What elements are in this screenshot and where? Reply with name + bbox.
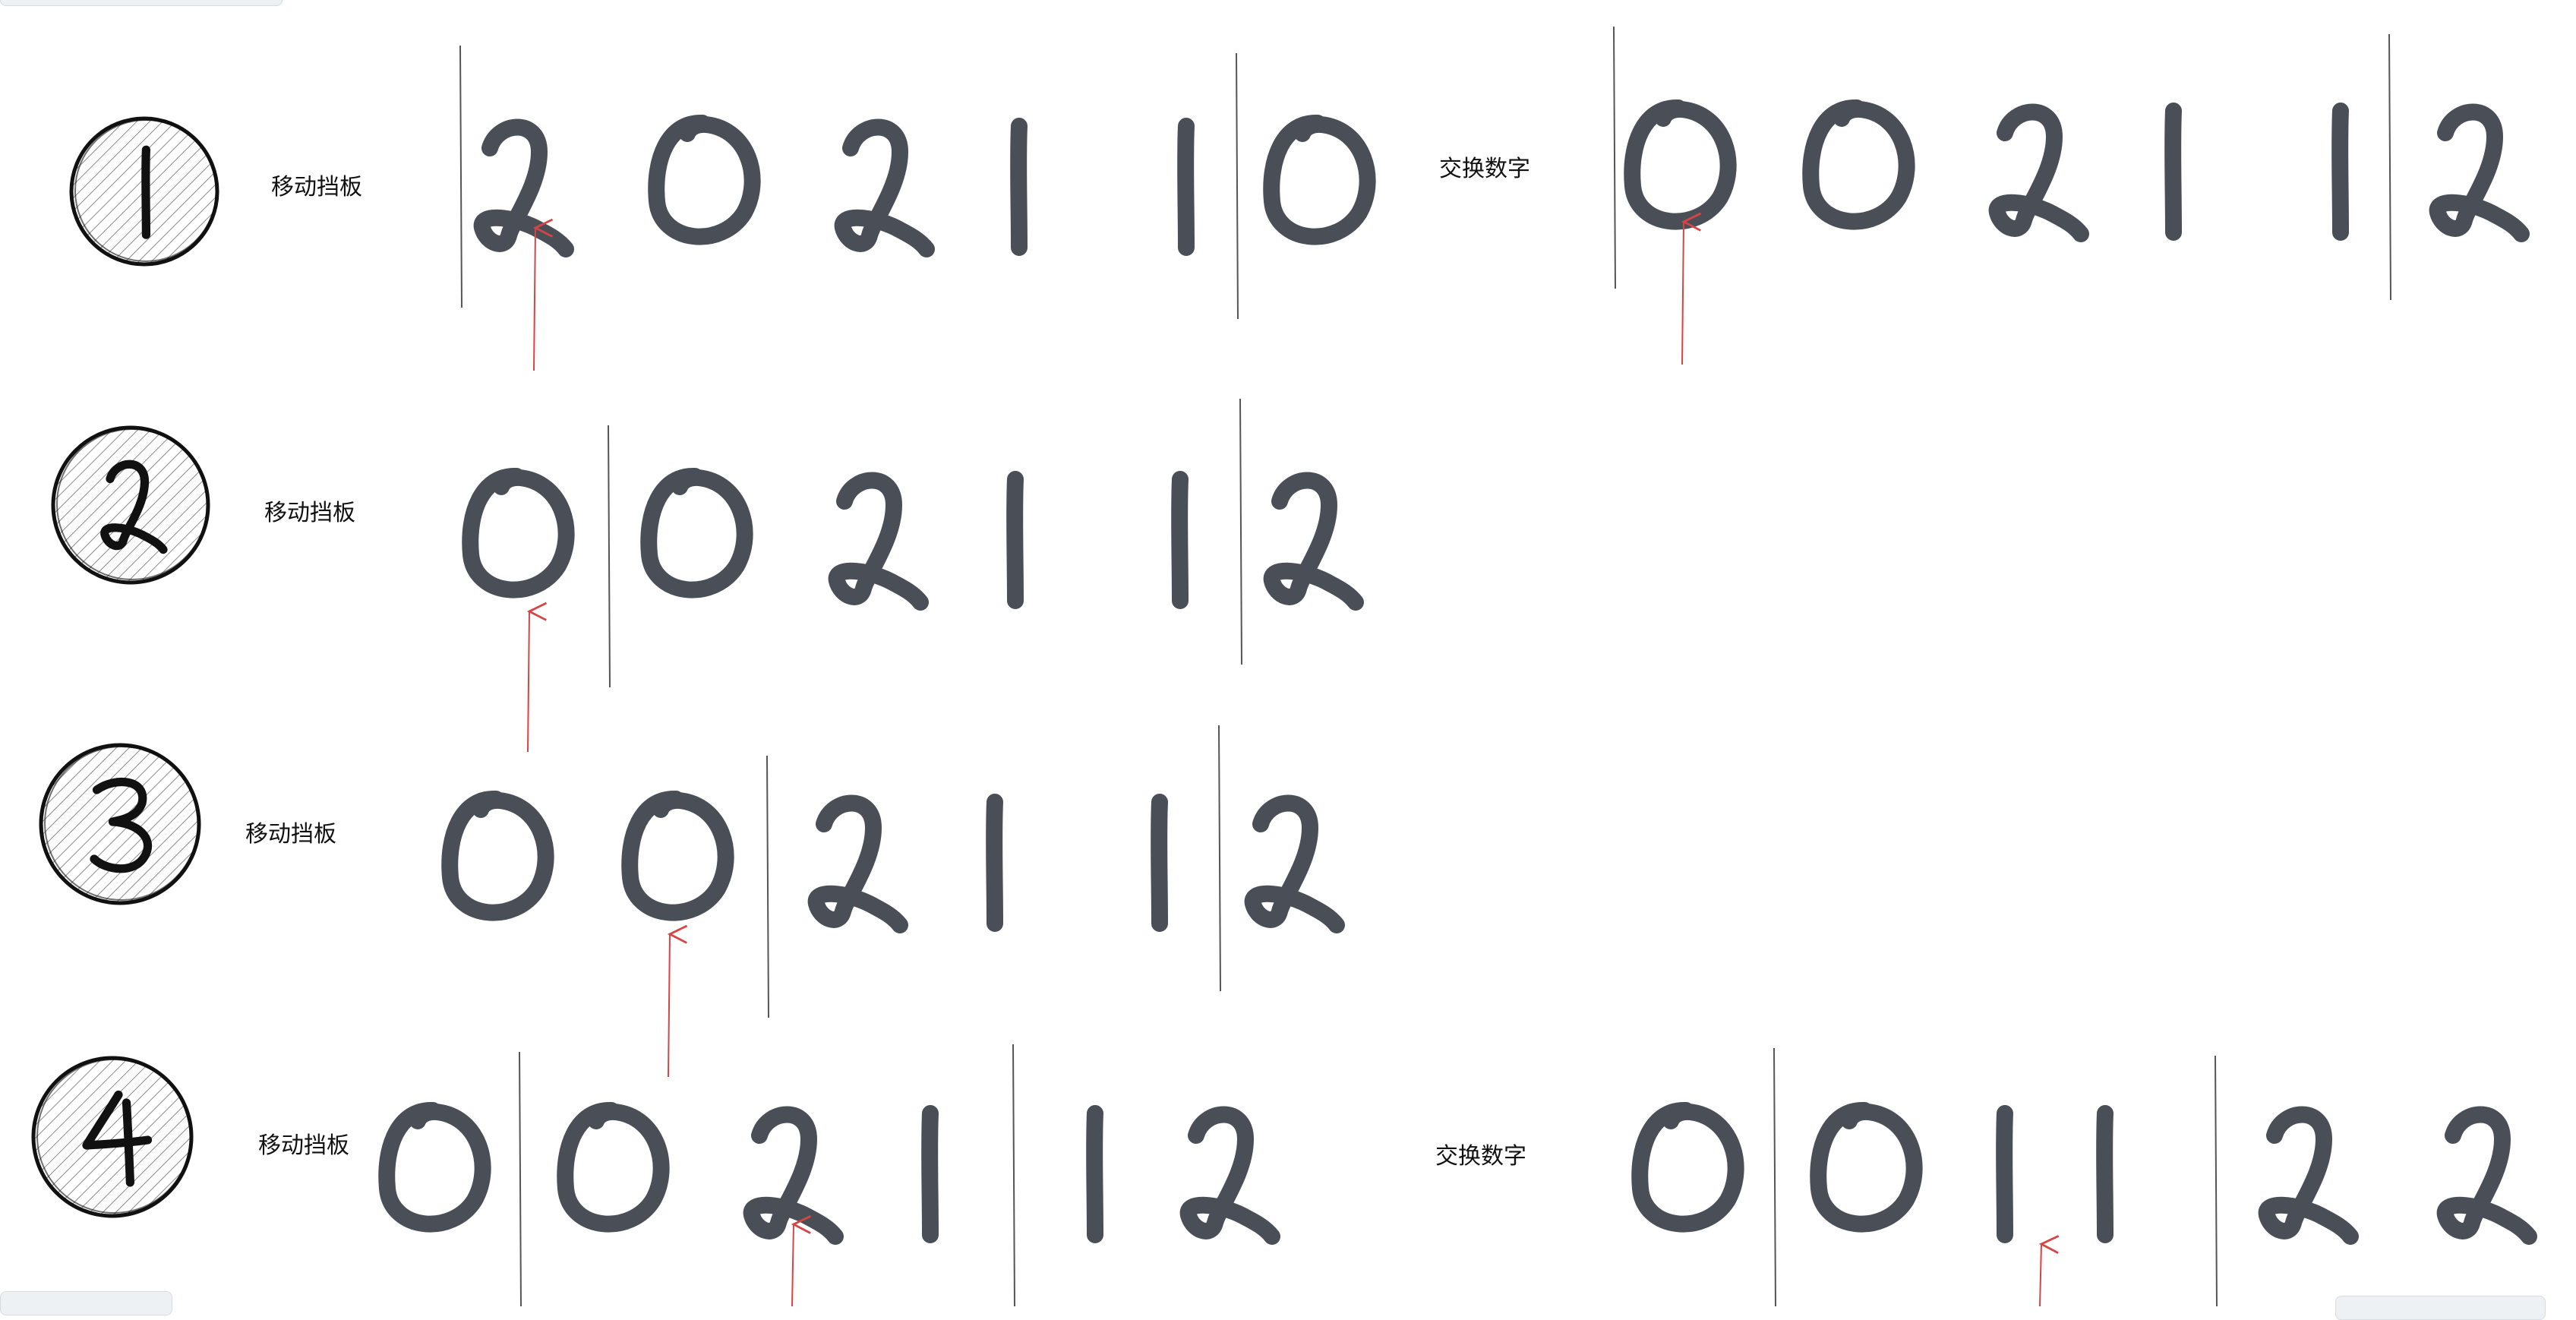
step-1-digit: 0 bbox=[1263, 115, 1376, 245]
step-4-swap-digit: 2 bbox=[2436, 1106, 2537, 1245]
step-3-badge-number: 3 bbox=[90, 777, 153, 873]
step-2-partition-divider bbox=[608, 425, 611, 688]
step-4-digit: 2 bbox=[1179, 1106, 1280, 1245]
step-4-swap-divider bbox=[2215, 1055, 2218, 1306]
step-4-swap-label: 交换数字 bbox=[1435, 1143, 1526, 1170]
step-2-digit-value: 0 bbox=[695, 550, 696, 551]
step-4-digit: 0 bbox=[378, 1102, 491, 1233]
step-1-badge-number: 1 bbox=[141, 145, 150, 239]
step-4-digit: 1 bbox=[1086, 1105, 1103, 1243]
step-4-digit: 0 bbox=[557, 1102, 670, 1233]
step-1-swap-digit-value: 0 bbox=[1678, 182, 1679, 183]
step-1-swap-divider bbox=[1613, 26, 1616, 289]
step-4-swap-digit: 2 bbox=[2258, 1106, 2359, 1245]
step-2-pointer-arrow bbox=[527, 611, 529, 753]
step-1-swap-label: 交换数字 bbox=[1439, 156, 1530, 182]
step-2-digit: 0 bbox=[640, 468, 753, 598]
step-3-digit-value: 0 bbox=[496, 873, 497, 874]
step-1-swap-digit: 1 bbox=[2331, 103, 2349, 241]
step-3-digit: 0 bbox=[621, 791, 734, 921]
step-4-partition-divider bbox=[1012, 1044, 1015, 1306]
step-1-pointer-arrow bbox=[533, 228, 535, 371]
step-1-swap-digit: 1 bbox=[2164, 103, 2182, 241]
step-4-digit: 1 bbox=[921, 1105, 939, 1243]
top-edge-tab bbox=[0, 0, 283, 6]
step-3-digit: 1 bbox=[986, 794, 1003, 932]
bottom-toolbar-left[interactable] bbox=[0, 1291, 172, 1315]
step-4-action-label: 移动挡板 bbox=[258, 1132, 349, 1159]
step-4-swap-digit: 1 bbox=[1996, 1105, 2013, 1243]
step-1-swap-digit: 2 bbox=[1988, 103, 2089, 242]
step-1-digit: 1 bbox=[1177, 118, 1195, 256]
step-2-partition-divider bbox=[1239, 398, 1242, 665]
step-4-swap-pointer-arrow bbox=[2040, 1244, 2041, 1306]
bottom-toolbar-right[interactable] bbox=[2335, 1296, 2546, 1320]
step-4-swap-divider bbox=[1773, 1047, 1776, 1306]
step-3-digit: 0 bbox=[441, 791, 554, 921]
step-2-digit: 0 bbox=[462, 468, 575, 598]
step-1-digit: 2 bbox=[473, 118, 574, 257]
step-2-badge bbox=[51, 425, 210, 585]
step-4-swap-digit-value: 0 bbox=[1864, 1184, 1865, 1186]
step-3-digit: 2 bbox=[807, 794, 908, 933]
step-1-digit-value: 0 bbox=[702, 197, 703, 198]
step-4-swap-digit-value: 0 bbox=[1686, 1184, 1687, 1186]
step-4-digit: 2 bbox=[743, 1106, 844, 1245]
step-3-partition-divider bbox=[766, 755, 769, 1018]
step-1-swap-pointer-arrow bbox=[1681, 222, 1684, 365]
step-2-digit-value: 0 bbox=[516, 550, 517, 551]
step-4-badge-number: 4 bbox=[82, 1090, 153, 1187]
step-2-digit: 1 bbox=[1006, 471, 1024, 609]
step-3-partition-divider bbox=[1218, 725, 1221, 992]
step-2-badge-number: 2 bbox=[100, 459, 168, 554]
step-1-partition-divider bbox=[1236, 52, 1239, 320]
step-2-digit: 2 bbox=[828, 472, 929, 611]
step-1-swap-digit: 0 bbox=[1802, 99, 1915, 230]
step-1-swap-digit: 2 bbox=[2429, 103, 2530, 242]
step-4-digit-value: 0 bbox=[611, 1184, 612, 1186]
step-3-pointer-arrow bbox=[668, 934, 670, 1078]
step-3-action-label: 移动挡板 bbox=[245, 821, 336, 848]
step-1-swap-divider bbox=[2388, 33, 2391, 301]
step-1-digit: 0 bbox=[648, 115, 761, 245]
step-4-partition-divider bbox=[519, 1051, 522, 1306]
step-1-partition-divider bbox=[459, 45, 462, 308]
step-1-swap-digit: 0 bbox=[1624, 99, 1737, 230]
step-4-swap-digit: 0 bbox=[1631, 1102, 1744, 1233]
step-3-digit: 2 bbox=[1244, 794, 1345, 933]
step-4-swap-digit: 1 bbox=[2096, 1105, 2114, 1243]
step-2-action-label: 移动挡板 bbox=[264, 500, 355, 526]
step-1-digit: 1 bbox=[1010, 118, 1028, 256]
step-1-digit: 2 bbox=[834, 118, 935, 257]
step-1-action-label: 移动挡板 bbox=[271, 174, 362, 201]
step-3-digit-value: 0 bbox=[676, 873, 677, 874]
step-4-swap-digit: 0 bbox=[1810, 1102, 1923, 1233]
step-1-swap-digit-value: 0 bbox=[1857, 182, 1858, 183]
step-2-digit: 1 bbox=[1171, 471, 1189, 609]
step-4-badge bbox=[31, 1056, 194, 1218]
step-3-digit: 1 bbox=[1151, 794, 1168, 932]
step-4-pointer-arrow bbox=[792, 1224, 794, 1306]
step-4-digit-value: 0 bbox=[433, 1184, 434, 1186]
step-2-digit: 2 bbox=[1263, 472, 1364, 611]
